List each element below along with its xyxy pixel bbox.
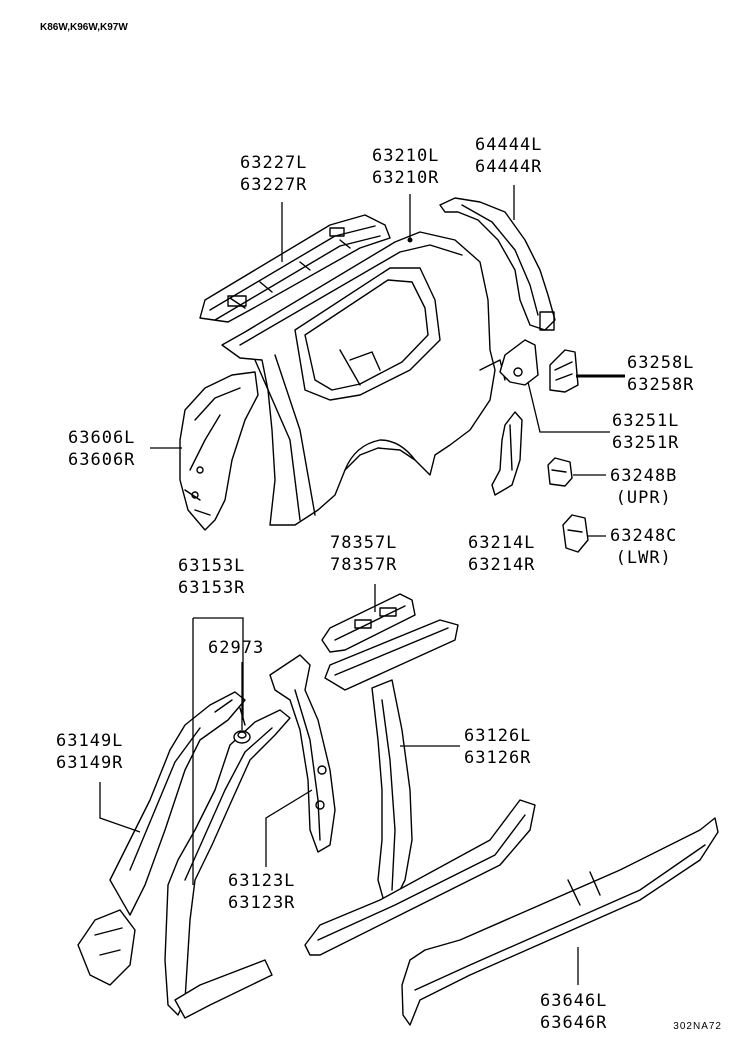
member-63214-drawing xyxy=(491,411,523,496)
label-63258: 63258L 63258R xyxy=(627,352,694,396)
part-number-left: 63251L xyxy=(612,411,680,431)
center-pillar-63126-drawing xyxy=(304,619,536,956)
part-number-right: 63251R xyxy=(612,433,680,453)
label-63251: 63251L 63251R xyxy=(612,410,679,454)
label-63214: 63214L 63214R xyxy=(468,532,535,576)
a-pillar-63149-drawing xyxy=(77,691,246,986)
part-note: (LWR) xyxy=(615,548,672,568)
part-number-left: 63153L xyxy=(178,556,246,576)
label-63606: 63606L 63606R xyxy=(68,427,135,471)
drawing-code: 302NA72 xyxy=(673,1021,722,1032)
quarter-panel-drawing xyxy=(221,231,506,526)
part-number-right: 63149R xyxy=(56,753,124,773)
part-number-right: 63646R xyxy=(540,1013,608,1033)
leader-lines xyxy=(99,185,625,985)
part-number: 63248C xyxy=(610,526,678,546)
part-number-left: 64444L xyxy=(475,135,543,155)
part-number-right: 63210R xyxy=(372,168,440,188)
grommet-62973-drawing xyxy=(233,730,251,744)
part-number-left: 78357L xyxy=(330,533,398,553)
label-63248b: 63248B (UPR) xyxy=(610,465,677,509)
part-note: (UPR) xyxy=(615,488,672,508)
part-number-left: 63214L xyxy=(468,533,536,553)
upper-rail-78357-drawing xyxy=(321,593,416,653)
label-63123: 63123L 63123R xyxy=(228,870,295,914)
front-pillar-63153-drawing xyxy=(164,709,291,1019)
part-number-right: 63227R xyxy=(240,175,308,195)
bracket-63248c-drawing xyxy=(562,514,589,553)
label-63126: 63126L 63126R xyxy=(464,725,531,769)
part-number-left: 63126L xyxy=(464,726,532,746)
part-number-right: 63258R xyxy=(627,375,695,395)
part-number-left: 63227L xyxy=(240,153,308,173)
rear-pillar-reinforcement-drawing xyxy=(439,197,556,331)
label-78357: 78357L 78357R xyxy=(330,532,397,576)
label-63248c: 63248C (LWR) xyxy=(610,525,677,569)
part-number-left: 63123L xyxy=(228,871,296,891)
part-number-right: 63126R xyxy=(464,748,532,768)
wheelhouse-drawing xyxy=(179,371,259,531)
bracket-63248b-drawing xyxy=(547,457,573,487)
label-63153: 63153L 63153R xyxy=(178,555,245,599)
part-number-left: 63210L xyxy=(372,146,440,166)
pillar-63123-drawing xyxy=(269,654,336,853)
model-codes: K86W,K96W,K97W xyxy=(40,22,128,33)
part-number: 63248B xyxy=(610,466,678,486)
part-number-right: 78357R xyxy=(330,555,398,575)
part-number-right: 63153R xyxy=(178,578,246,598)
part-number: 62973 xyxy=(208,638,265,658)
part-number-right: 63606R xyxy=(68,450,136,470)
label-64444: 64444L 64444R xyxy=(475,134,542,178)
part-number-left: 63258L xyxy=(627,353,695,373)
roof-side-rail-drawing xyxy=(199,214,391,323)
extension-63251-drawing xyxy=(499,339,539,386)
part-number-left: 63606L xyxy=(68,428,136,448)
label-63149: 63149L 63149R xyxy=(56,730,123,774)
part-number-right: 64444R xyxy=(475,157,543,177)
label-62973: 62973 xyxy=(208,637,264,659)
part-number-right: 63123R xyxy=(228,893,296,913)
bracket-63258-drawing xyxy=(549,349,579,393)
label-63227: 63227L 63227R xyxy=(240,152,307,196)
part-number-left: 63149L xyxy=(56,731,124,751)
part-number-left: 63646L xyxy=(540,991,608,1011)
label-63210: 63210L 63210R xyxy=(372,145,439,189)
label-63646: 63646L 63646R xyxy=(540,990,607,1034)
part-number-right: 63214R xyxy=(468,555,536,575)
side-sill-63646-drawing xyxy=(401,817,719,1026)
